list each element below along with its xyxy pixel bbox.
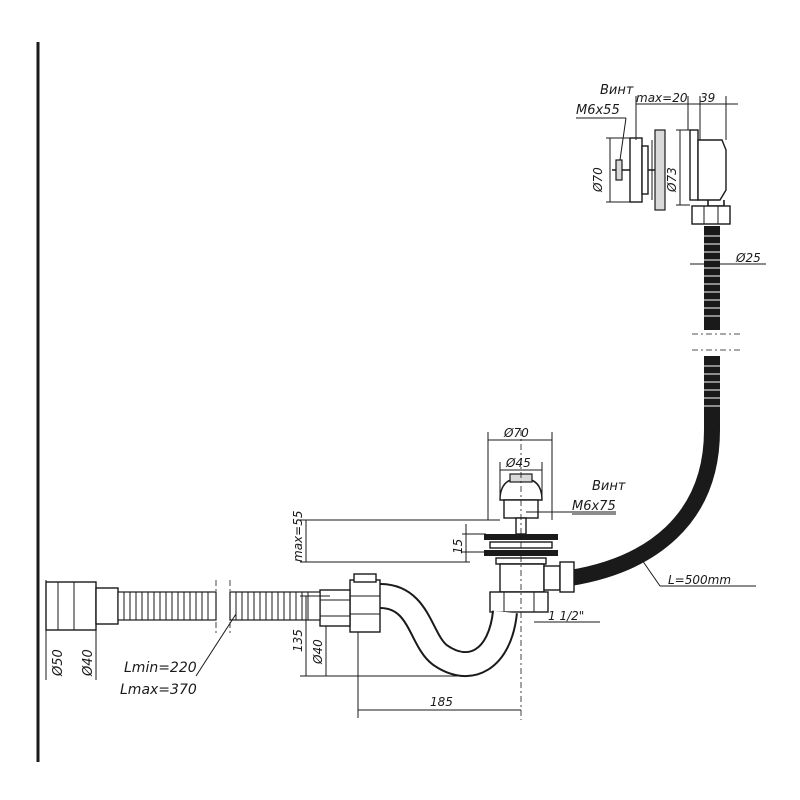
d50-label: Ø50	[51, 649, 66, 677]
hose-length-label: L=500mm	[668, 573, 731, 587]
lmax-label: Lmax=370	[120, 682, 197, 698]
dim39-label: 39	[700, 91, 715, 105]
overflow-assembly	[578, 96, 738, 225]
corrugated-pipe	[45, 580, 321, 680]
d45-label: Ø45	[505, 456, 531, 470]
siphon	[319, 573, 518, 677]
d70-top-label: Ø70	[591, 167, 605, 193]
screw-label-top: M6x55	[576, 103, 620, 118]
vint-label-top: Винт	[600, 83, 634, 98]
d70-mid-label: Ø70	[503, 426, 529, 440]
lmin-label: Lmin=220	[124, 660, 197, 676]
drain-assembly	[484, 430, 616, 720]
dimension-lines	[300, 519, 756, 718]
screw-label-mid: M6x75	[572, 499, 616, 514]
dim185-label: 185	[430, 695, 453, 709]
d25-label: Ø25	[735, 251, 761, 265]
d40-pipe-label: Ø40	[81, 649, 96, 677]
vint-label-mid: Винт	[592, 479, 626, 494]
dim15-label: 15	[451, 539, 465, 554]
overflow-hose	[568, 226, 766, 586]
max55-label: max=55	[291, 511, 305, 562]
thread-label: 1 1/2"	[548, 609, 584, 623]
d40-siphon-label: Ø40	[311, 639, 325, 665]
d73-label: Ø73	[665, 167, 679, 193]
dim135-label: 135	[291, 629, 305, 652]
max20-label: max=20	[636, 91, 688, 105]
